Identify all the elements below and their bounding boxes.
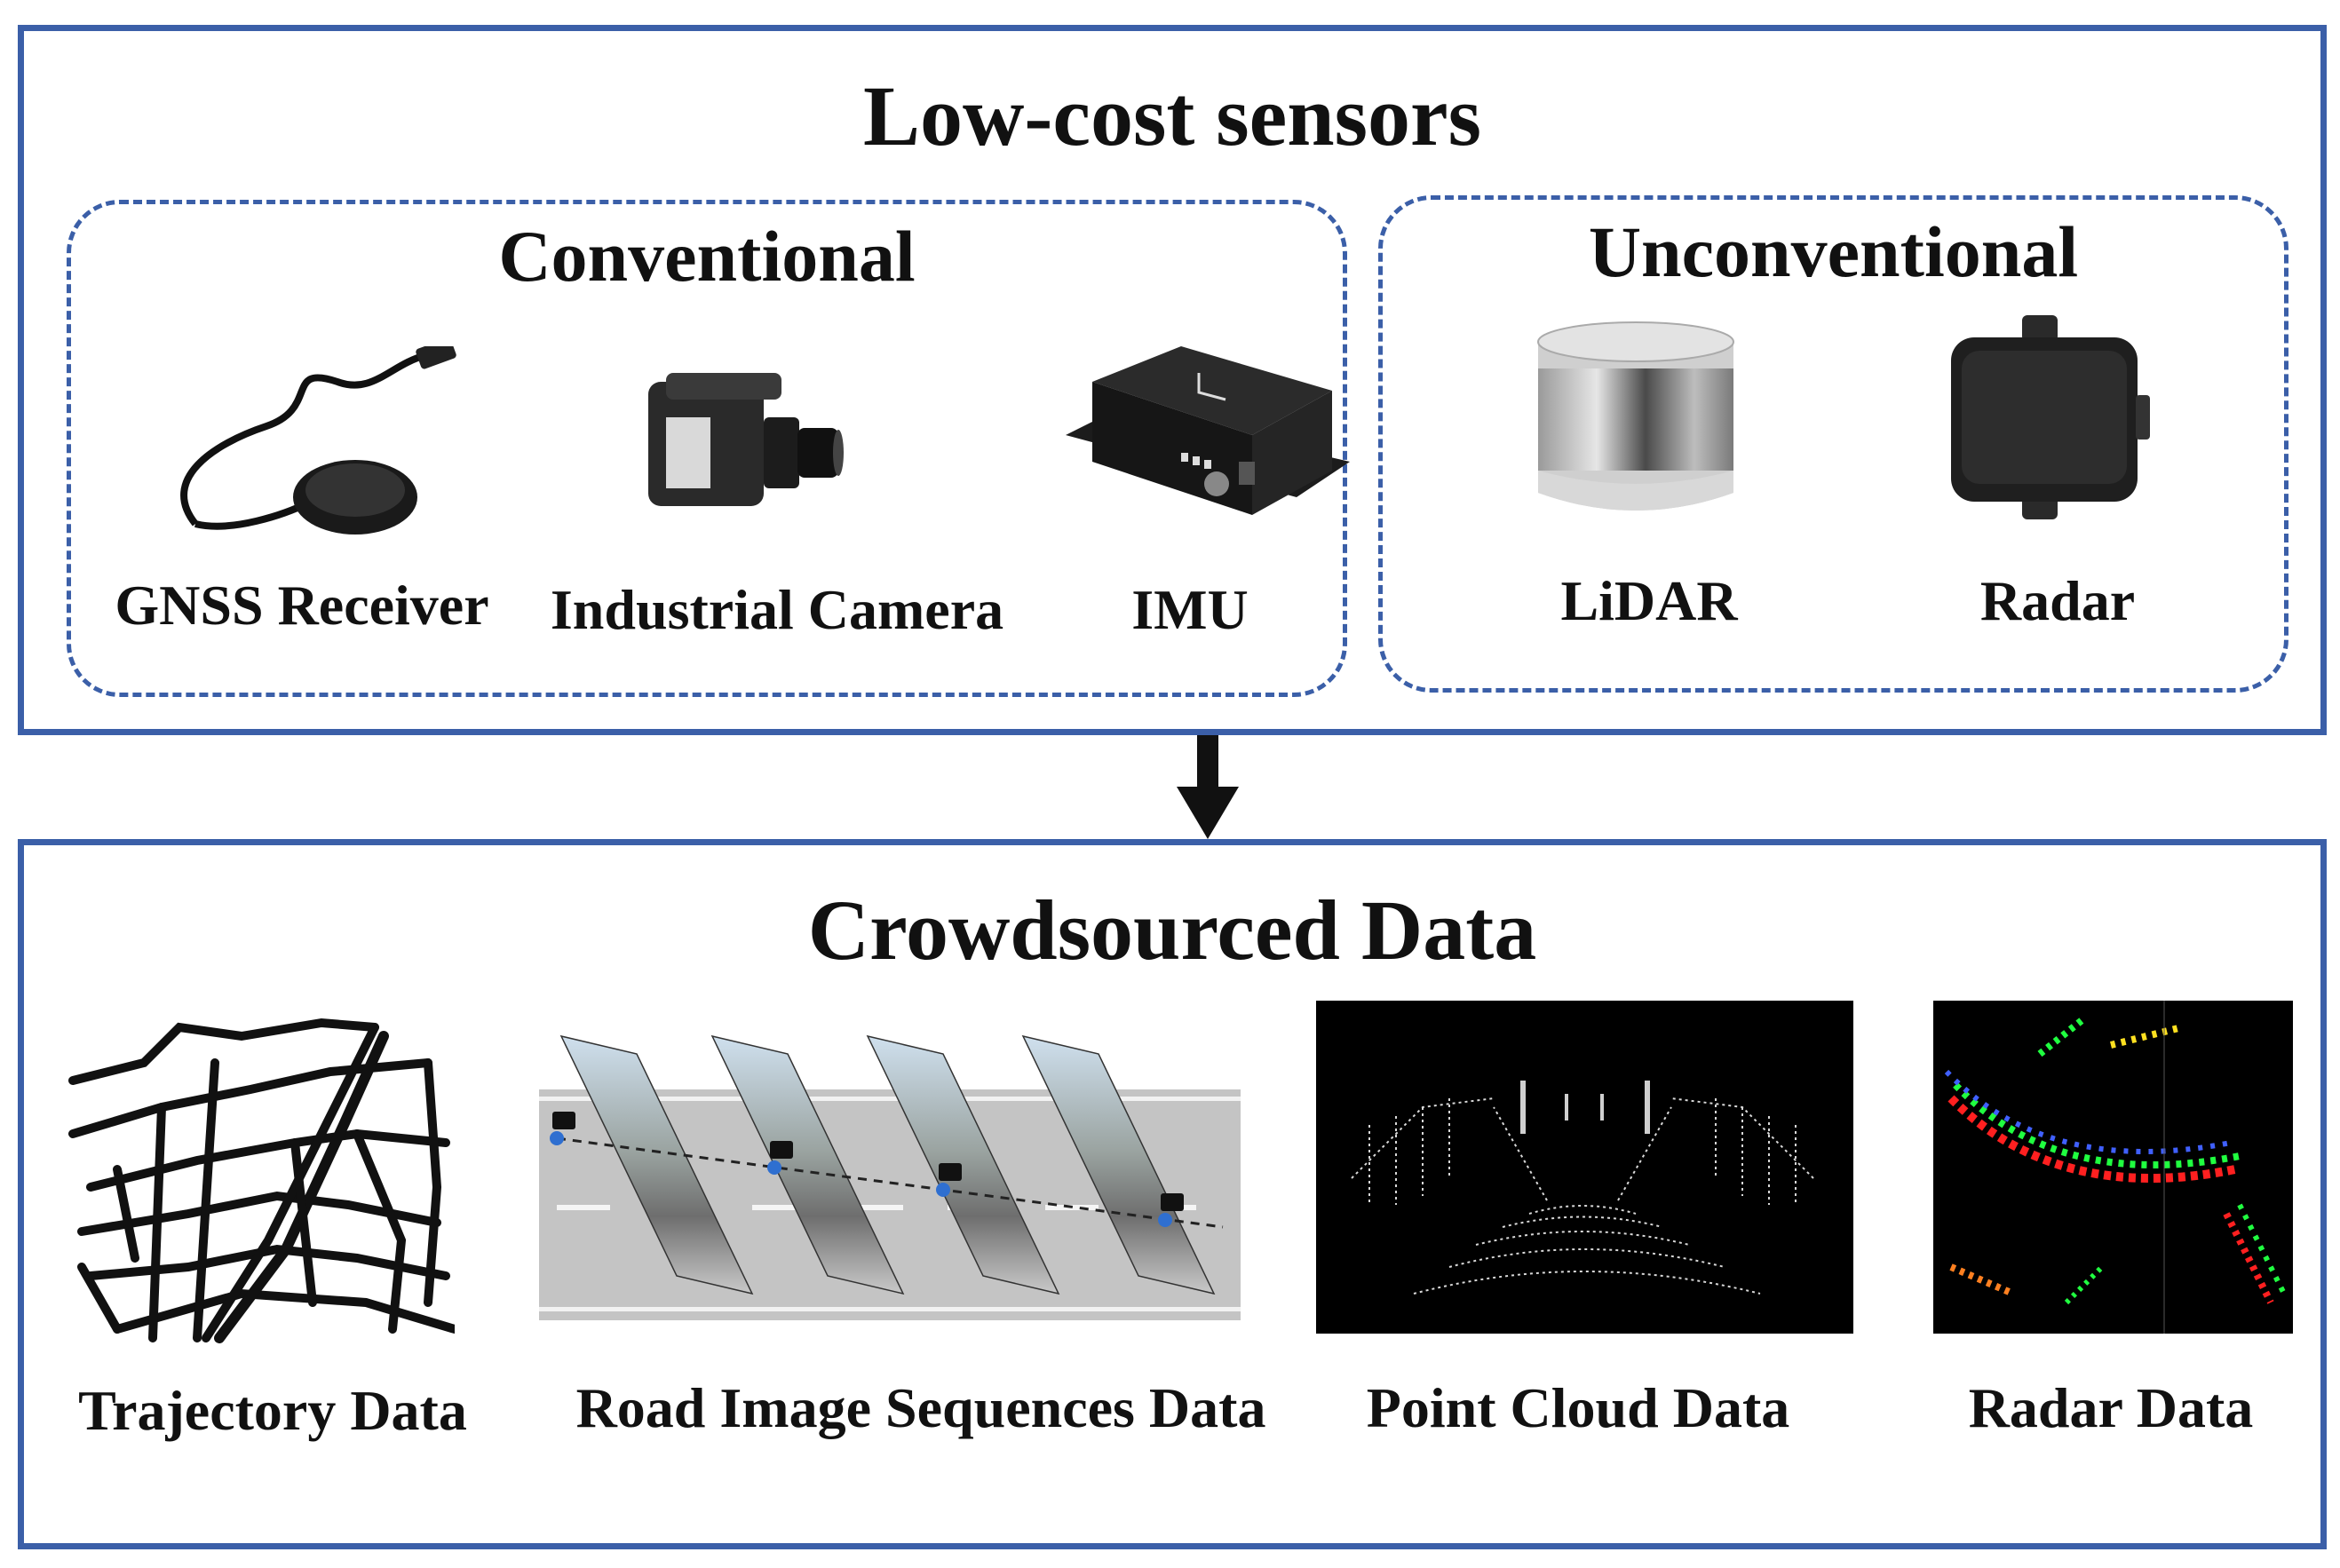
point-cloud-image: [1316, 1001, 1853, 1334]
label-industrial-camera: Industrial Camera: [550, 578, 1004, 641]
conventional-group: Conventional: [67, 200, 1350, 697]
imu-icon: [1066, 346, 1350, 515]
label-road-image-sequences-data: Road Image Sequences Data: [575, 1376, 1266, 1439]
label-gnss-receiver: GNSS Receiver: [115, 574, 489, 637]
road-image-sequences-image: [539, 1034, 1241, 1320]
radar-icon: [1951, 315, 2150, 519]
trajectory-map-image: [68, 1018, 455, 1343]
panel-title-sensors: Low-cost sensors: [863, 68, 1481, 163]
gnss-receiver-icon: [180, 346, 456, 535]
low-cost-sensors-panel: Low-cost sensors Conventional: [18, 25, 2327, 735]
industrial-camera-icon: [648, 373, 844, 506]
down-arrow-icon: [1177, 735, 1239, 839]
label-radar-data: Radar Data: [1968, 1376, 2254, 1439]
crowdsourced-data-panel: Crowdsourced Data: [18, 839, 2327, 1549]
label-radar: Radar: [1979, 569, 2136, 632]
label-imu: IMU: [1131, 578, 1249, 641]
label-lidar: LiDAR: [1560, 569, 1738, 632]
label-point-cloud-data: Point Cloud Data: [1366, 1376, 1790, 1439]
label-trajectory-data: Trajectory Data: [78, 1379, 467, 1442]
conventional-title: Conventional: [498, 216, 916, 297]
unconventional-group: Unconventional: [1378, 195, 2288, 693]
radar-data-image: [1933, 1001, 2293, 1334]
unconventional-title: Unconventional: [1588, 211, 2079, 292]
lidar-icon: [1537, 321, 1734, 511]
panel-title-crowdsourced: Crowdsourced Data: [807, 883, 1537, 978]
